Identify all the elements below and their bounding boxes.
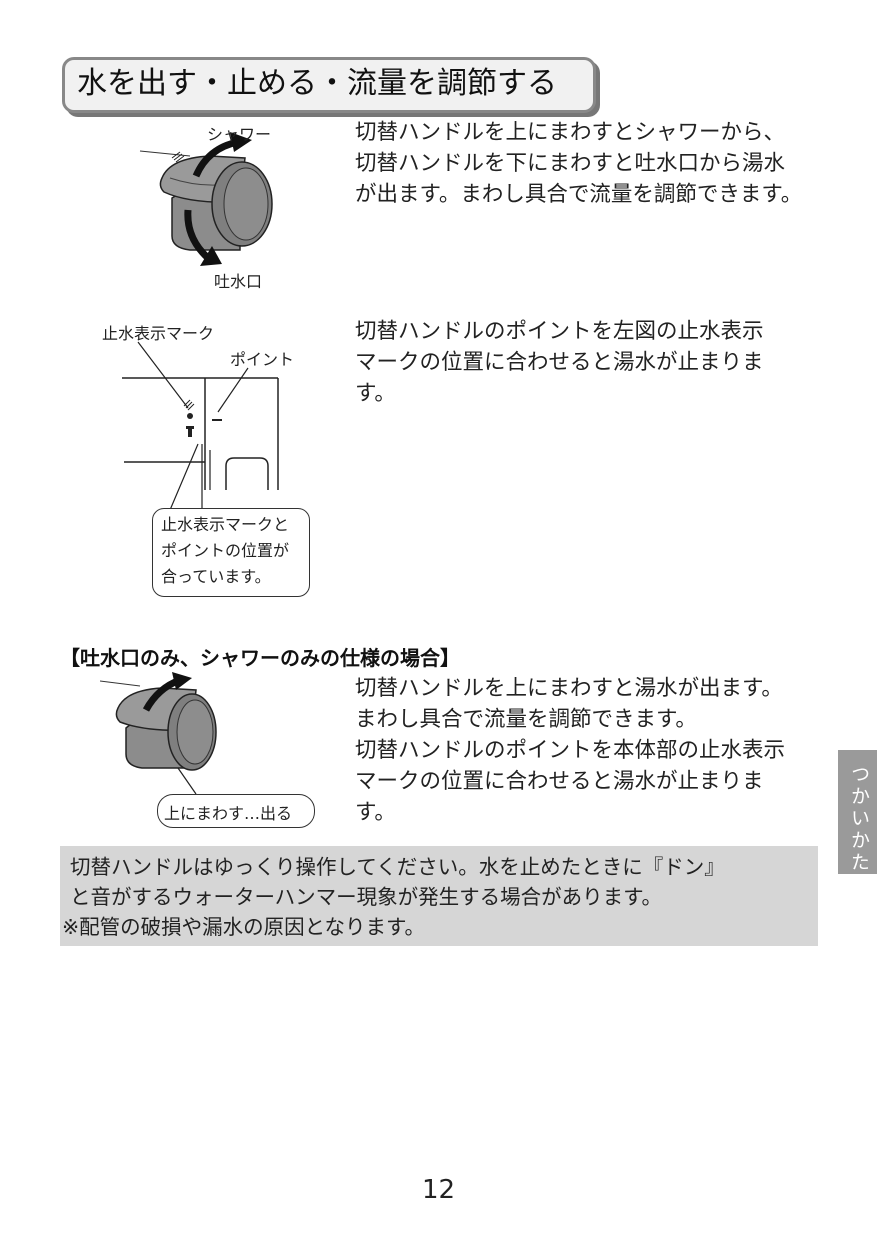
side-tab-label: つかいかた: [848, 764, 870, 874]
rotate-up-text: 上にまわす…出る: [164, 804, 293, 823]
caution-line: 切替ハンドルはゆっくり操作してください。水を止めたときに『ドン』: [70, 855, 725, 879]
caution-line: と音がするウォーターハンマー現象が発生する場合があります。: [70, 885, 663, 909]
section3-line: マークの位置に合わせると湯水が止まりま: [355, 769, 764, 794]
section3-line: す。: [355, 800, 396, 825]
section3-line: まわし具合で流量を調節できます。: [355, 707, 697, 732]
callout-line: 止水表示マークと: [161, 515, 290, 534]
section-title: 水を出す・止める・流量を調節する: [77, 66, 557, 101]
section3-line: 切替ハンドルのポイントを本体部の止水表示: [355, 738, 786, 763]
side-tab-usage[interactable]: つかいかた: [838, 750, 877, 874]
label-stop-mark: 止水表示マーク: [102, 324, 215, 343]
single-mode-handle-illustration: [100, 672, 217, 795]
section1-line: 切替ハンドルを下にまわすと吐水口から湯水: [355, 151, 786, 176]
caution-line: ※配管の破損や漏水の原因となります。: [62, 915, 426, 939]
section2-line: す。: [355, 381, 396, 406]
handle-rotation-illustration: [139, 132, 273, 266]
section3-line: 切替ハンドルを上にまわすと湯水が出ます。: [355, 676, 783, 701]
section1-text: 切替ハンドルを上にまわすとシャワーから、 切替ハンドルを下にまわすと吐水口から湯…: [355, 117, 802, 210]
section1-line: が出ます。まわし具合で流量を調節できます。: [355, 182, 803, 207]
label-shower: シャワー: [207, 125, 272, 144]
caution-note: 切替ハンドルはゆっくり操作してください。水を止めたときに『ドン』 と音がするウォ…: [60, 846, 818, 946]
page-number: 12: [421, 1175, 456, 1205]
label-point: ポイント: [230, 350, 295, 369]
stop-mark-illustration: [122, 341, 279, 511]
section-title-box: 水を出す・止める・流量を調節する: [62, 57, 596, 113]
section2-text: 切替ハンドルのポイントを左図の止水表示 マークの位置に合わせると湯水が止まりま …: [355, 316, 764, 409]
callout-line: ポイントの位置が: [161, 541, 290, 560]
stop-mark-callout: 止水表示マークと ポイントの位置が 合っています。: [152, 508, 310, 597]
section2-line: 切替ハンドルのポイントを左図の止水表示: [355, 319, 764, 344]
label-spout: 吐水口: [214, 272, 263, 291]
section2-line: マークの位置に合わせると湯水が止まりま: [355, 350, 764, 375]
section1-line: 切替ハンドルを上にまわすとシャワーから、: [355, 120, 786, 145]
rotate-up-label: 上にまわす…出る: [157, 794, 315, 828]
spec-heading: 【吐水口のみ、シャワーのみの仕様の場合】: [60, 646, 460, 670]
section3-text: 切替ハンドルを上にまわすと湯水が出ます。 まわし具合で流量を調節できます。 切替…: [355, 673, 785, 828]
callout-line: 合っています。: [161, 567, 271, 586]
